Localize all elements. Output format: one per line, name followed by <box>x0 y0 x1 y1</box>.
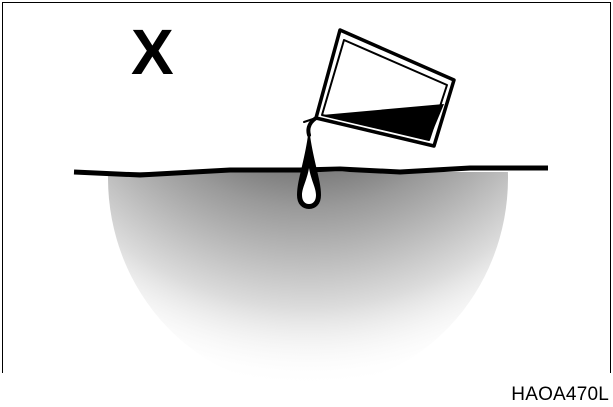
liquid-drop-icon <box>298 135 320 208</box>
figure-code-label: HAOA470L <box>511 383 609 407</box>
pouring-beaker-icon <box>304 30 454 146</box>
prohibition-x-mark: X <box>131 20 174 84</box>
